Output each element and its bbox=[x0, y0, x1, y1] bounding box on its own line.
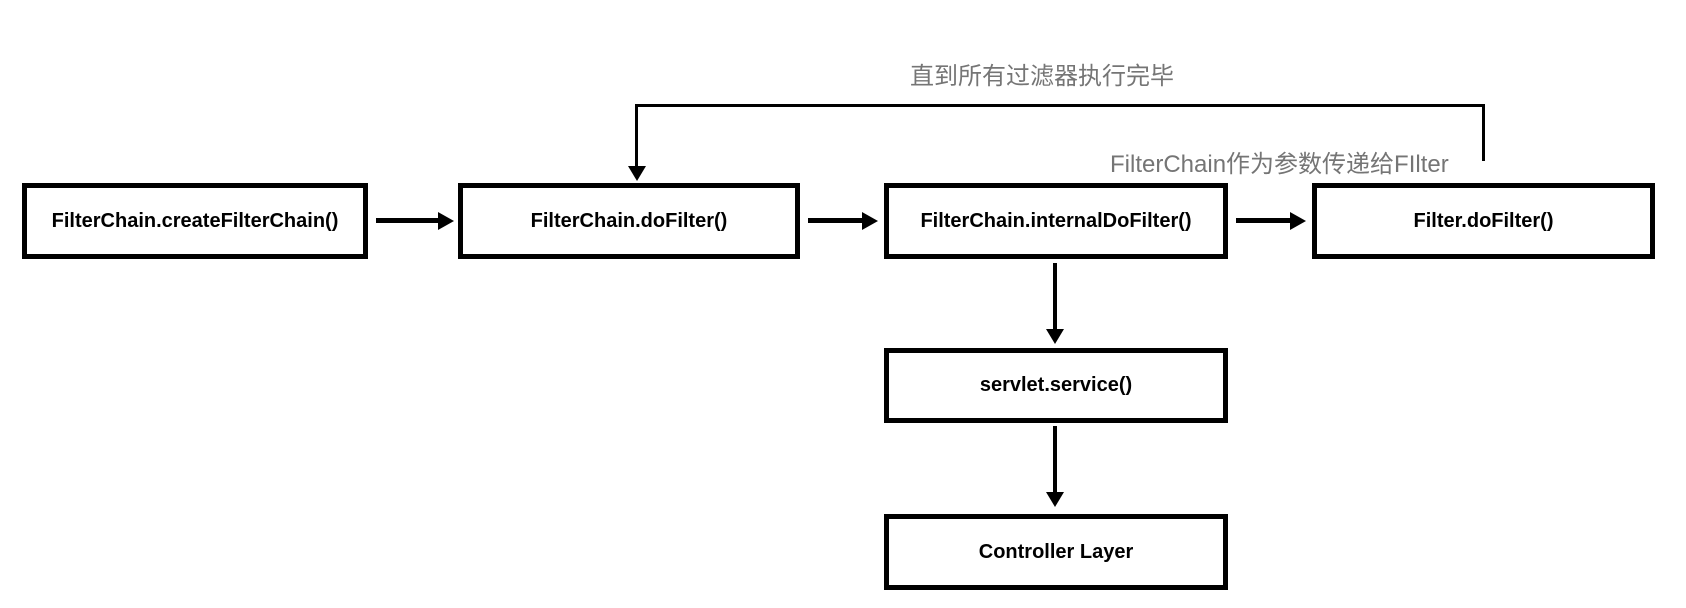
arrow-right-icon bbox=[1290, 212, 1306, 230]
node-filterchain-internaldofilter: FilterChain.internalDoFilter() bbox=[884, 183, 1228, 259]
node-label: FilterChain.doFilter() bbox=[530, 209, 728, 232]
node-label: servlet.service() bbox=[979, 374, 1133, 396]
annotation-loop-label: 直到所有过滤器执行完毕 bbox=[910, 63, 1174, 90]
arrow-down-icon bbox=[1046, 492, 1064, 507]
node-label: Filter.doFilter() bbox=[1413, 209, 1554, 232]
arrow-shaft bbox=[376, 218, 438, 223]
arrow-shaft bbox=[1053, 426, 1057, 492]
annotation-param-label: FilterChain作为参数传递给FIlter bbox=[1110, 151, 1449, 178]
loop-back-segment-left bbox=[635, 104, 638, 166]
arrow-right-icon bbox=[438, 212, 454, 230]
loop-back-segment-right bbox=[1482, 104, 1485, 161]
node-label: FilterChain.createFilterChain() bbox=[51, 209, 339, 232]
arrow-shaft bbox=[808, 218, 862, 223]
arrow-down-icon bbox=[1046, 329, 1064, 344]
node-filter-dofilter: Filter.doFilter() bbox=[1312, 183, 1655, 259]
arrow-right-icon bbox=[862, 212, 878, 230]
node-filterchain-createfilterchain: FilterChain.createFilterChain() bbox=[22, 183, 368, 259]
node-label: Controller Layer bbox=[978, 540, 1134, 563]
arrow-shaft bbox=[1053, 263, 1057, 329]
node-label: FilterChain.internalDoFilter() bbox=[920, 209, 1192, 232]
node-servlet-service: servlet.service() bbox=[884, 348, 1228, 423]
arrow-shaft bbox=[1236, 218, 1290, 223]
node-controller-layer: Controller Layer bbox=[884, 514, 1228, 590]
arrow-down-icon bbox=[628, 166, 646, 181]
loop-back-segment-top bbox=[635, 104, 1485, 107]
node-filterchain-dofilter: FilterChain.doFilter() bbox=[458, 183, 800, 259]
